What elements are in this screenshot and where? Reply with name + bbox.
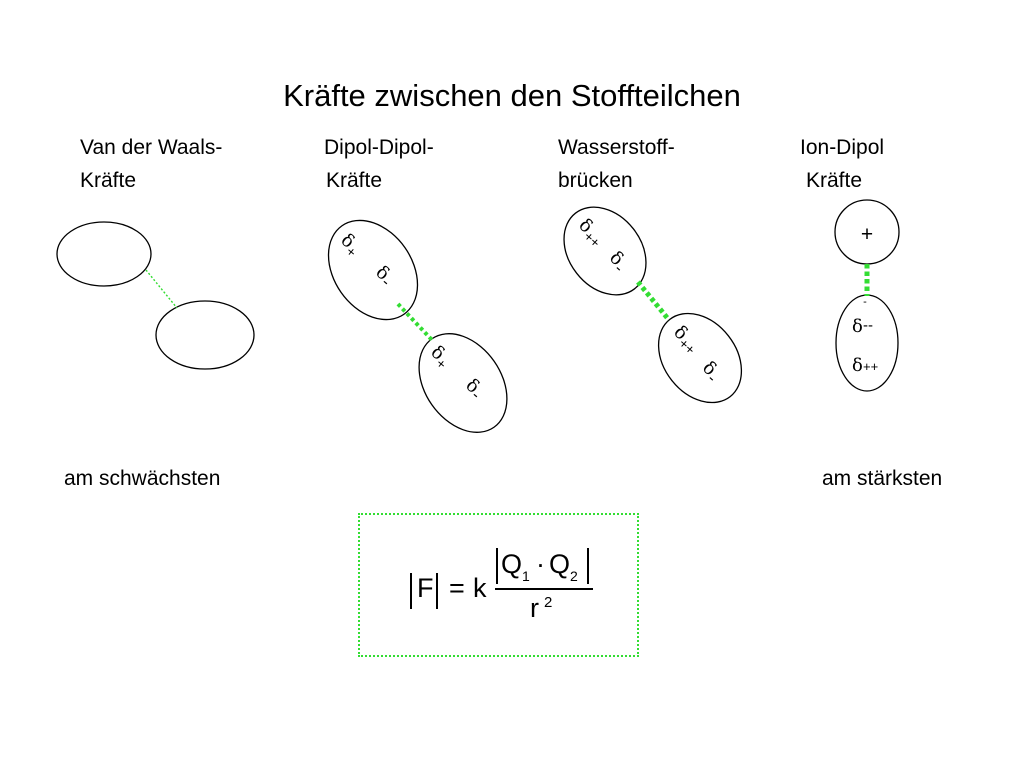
ion-plus-sign: +	[861, 223, 873, 246]
double-minus-sign: --	[863, 317, 873, 334]
double-plus-sign: ++	[863, 359, 878, 374]
abs-bar-right	[587, 548, 589, 584]
partial-charge-label: δ +	[427, 342, 450, 373]
partial-charge-label: δ -	[372, 262, 394, 291]
heading-line-1: Van der Waals-	[80, 136, 223, 159]
hydrogen-bond-group: δ ++ δ - δ ++ δ -	[563, 206, 743, 404]
molecule-ellipse	[327, 219, 419, 321]
heading-line-1: Dipol-Dipol-	[324, 136, 434, 159]
partial-charge-label: δ -	[462, 375, 484, 404]
partial-charge-label: δ ++	[670, 322, 699, 358]
heading-line-1: Ion-Dipol	[800, 136, 885, 159]
delta-symbol: δ	[852, 355, 863, 376]
heading-wasserstoff: Wasserstoff- brücken	[558, 131, 675, 197]
heading-dipol-dipol: Dipol-Dipol- Kräfte	[324, 131, 434, 197]
dipol-dipol-group: δ + δ - δ + δ -	[327, 219, 508, 433]
heading-line-2: Kräfte	[806, 169, 863, 192]
abs-bar-left	[496, 548, 498, 584]
formula-sup-2: 2	[544, 594, 553, 611]
partial-charge-label: δ +	[337, 230, 360, 261]
formula-charge-2: Q	[549, 549, 571, 579]
formula-force: F	[417, 573, 434, 603]
formula-charge-1: Q	[501, 549, 523, 579]
hydrogen-bond-line	[636, 280, 671, 322]
fraction-line	[495, 588, 593, 590]
heading-line-2: Kräfte	[80, 169, 137, 192]
formula-sub-1: 1	[522, 568, 530, 584]
ion-dipol-group: + - δ -- δ ++	[834, 199, 900, 392]
ion-minus-sign: -	[863, 296, 867, 308]
molecule-ellipse	[657, 312, 743, 404]
heading-line-2: brücken	[558, 169, 633, 192]
coulomb-formula-box: F = k Q 1 · Q 2 r 2	[358, 513, 639, 657]
molecule-ellipse	[563, 206, 647, 296]
weak-bond-line	[145, 269, 178, 309]
formula-equals: =	[449, 573, 465, 603]
molecule-ellipse	[56, 221, 152, 287]
label-weakest: am schwächsten	[64, 467, 221, 490]
partial-charge-label: δ ++	[575, 215, 604, 251]
van-der-waals-group	[56, 221, 255, 370]
heading-ion-dipol: Ion-Dipol Kräfte	[800, 131, 884, 197]
label-strongest: am stärksten	[822, 467, 943, 490]
delta-symbol: δ	[852, 316, 863, 337]
partial-charge-label: δ -	[605, 247, 627, 277]
page-title: Kräfte zwischen den Stoffteilchen	[283, 78, 741, 113]
molecule-ellipse	[835, 294, 899, 392]
heading-van-der-waals: Van der Waals- Kräfte	[80, 131, 222, 197]
formula-k: k	[473, 573, 487, 603]
heading-line-1: Wasserstoff-	[558, 136, 675, 159]
formula-dot: ·	[536, 549, 545, 579]
partial-charge-label: δ -	[698, 357, 720, 387]
heading-line-2: Kräfte	[326, 169, 383, 192]
formula-sub-2: 2	[570, 568, 578, 584]
molecule-ellipse	[155, 300, 255, 370]
molecule-ellipse	[418, 333, 508, 433]
abs-bar-right	[436, 573, 438, 609]
formula-radius: r	[530, 593, 539, 623]
abs-bar-left	[410, 573, 412, 609]
dipole-bond-line	[396, 302, 434, 342]
